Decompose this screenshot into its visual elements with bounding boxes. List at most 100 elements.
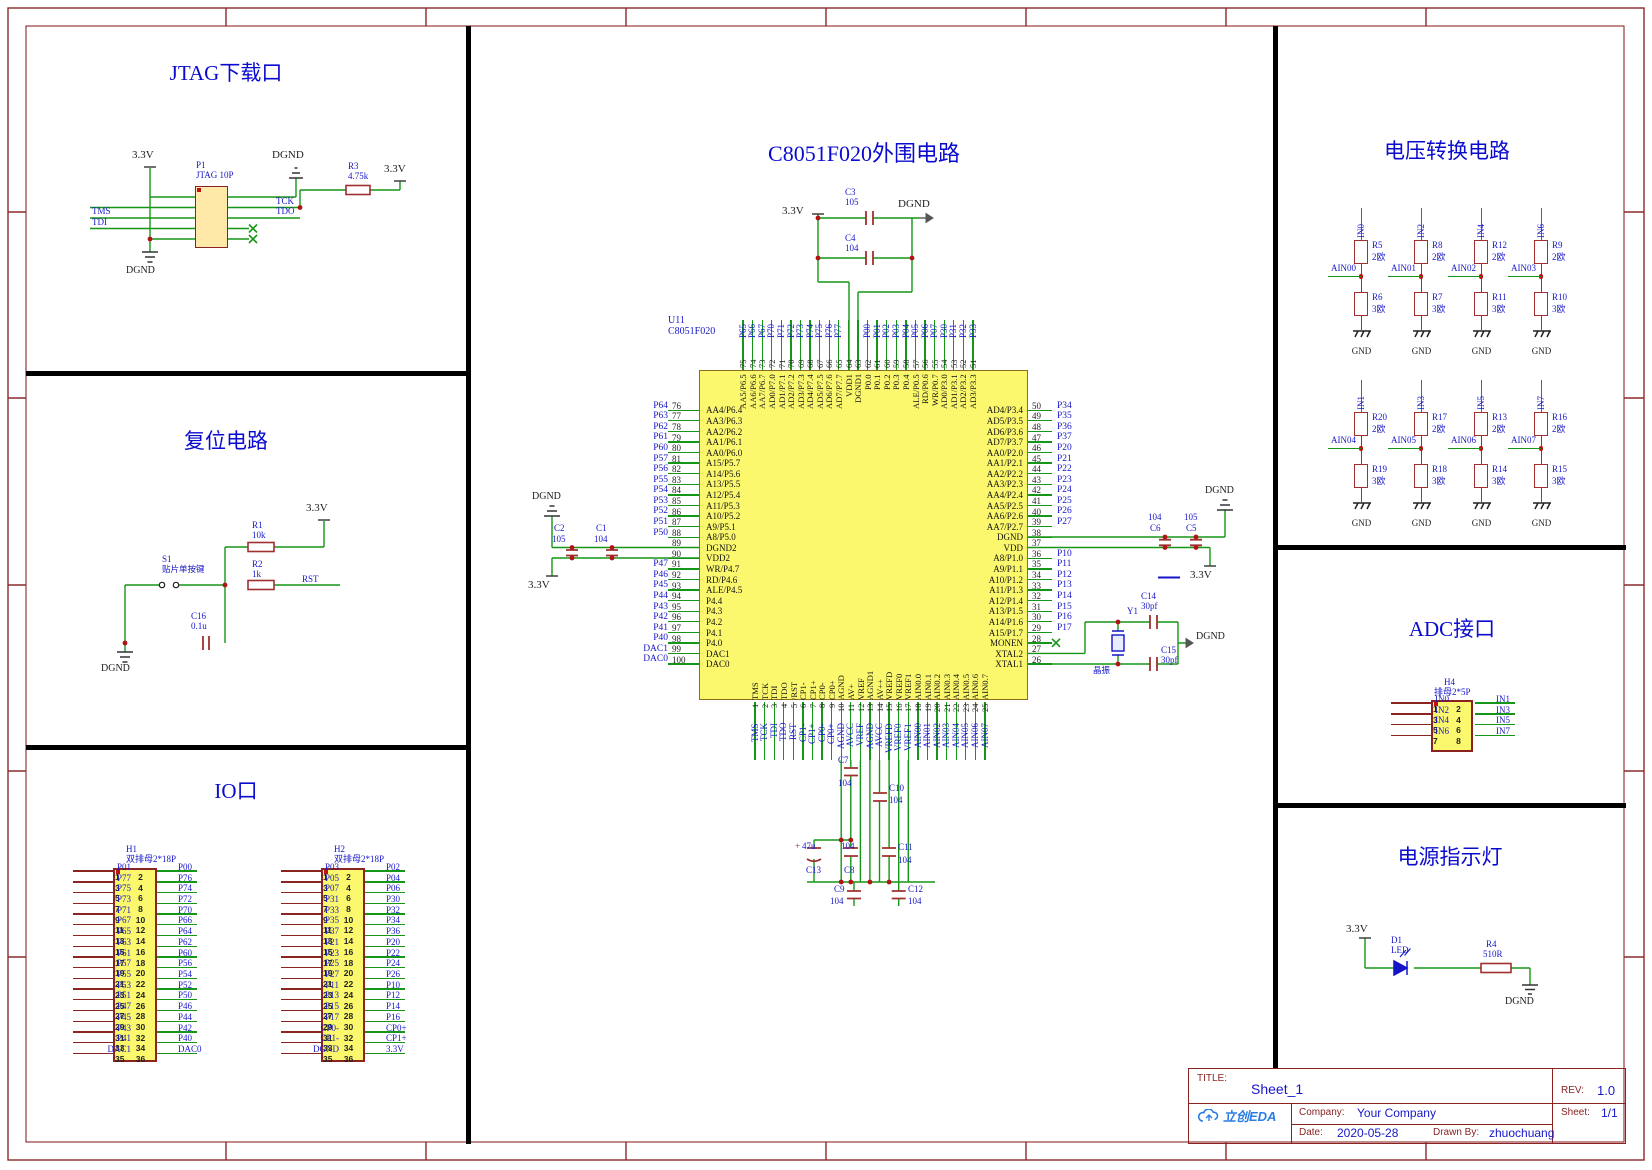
- mcu-pin: P51 87 A9/P5.1: [620, 517, 850, 532]
- pin-number: 24: [135, 989, 146, 1000]
- pin-net-label-right: P02: [386, 861, 401, 872]
- pin-number: 85: [672, 496, 681, 506]
- sheet-value: 1/1: [1601, 1105, 1618, 1120]
- pin-net-label: DAC1: [643, 643, 668, 654]
- pin-number: 95: [672, 601, 681, 612]
- mcu-pin: TDO 4 TDO: [778, 682, 789, 766]
- c16-ref: C16: [191, 611, 207, 621]
- divider-reset-io: [26, 745, 466, 750]
- mcu-pin: P71 71 AD1/P7.1: [776, 282, 787, 476]
- pin-number: 13: [115, 936, 125, 947]
- pin-number: 28: [343, 1011, 354, 1022]
- pin-number: 31: [115, 1032, 125, 1043]
- mcu-pin: P45 93 ALE/P4.5: [620, 580, 850, 595]
- mcu-pin: P64 76 AA4/P6.4: [620, 401, 850, 416]
- pin-name: P4.0: [706, 638, 723, 649]
- pin-name: DAC0: [706, 659, 730, 670]
- pin-net-label: P52: [653, 506, 668, 517]
- frame-row-label: [9, 585, 25, 771]
- resistor-value: 2欧: [1552, 424, 1566, 434]
- vconv-section-title: 电压转换电路: [1384, 139, 1510, 163]
- h2-part: 双排母2*18P: [334, 854, 385, 864]
- power-net-label: 3.3V: [1346, 923, 1368, 935]
- pin-name: A10/P5.2: [706, 511, 741, 522]
- mcu-pin: P40 98 P4.0: [620, 633, 850, 649]
- mcu-pin: AA6/P2.6 40 P26: [860, 506, 1101, 521]
- pin-number: 34: [1032, 570, 1041, 581]
- pin-name: AA1/P6.1: [706, 437, 743, 448]
- mcu-pin: P05 57 ALE/P0.5: [910, 282, 921, 476]
- pin-net-label: P03: [890, 323, 901, 338]
- connector-pin-row: P35 11 12 P34: [239, 915, 466, 935]
- pin-number: 19: [323, 968, 333, 979]
- pin-net-label-right: IN1: [1496, 693, 1510, 704]
- c7-ref: C7: [838, 755, 849, 765]
- resistor-ref: R11: [1492, 292, 1507, 302]
- led-section-title: 电源指示灯: [1397, 845, 1503, 869]
- pin-net-label: P02: [881, 323, 892, 338]
- resistor-value: 2欧: [1372, 252, 1386, 262]
- pin-name: A11/P5.3: [706, 500, 740, 511]
- frame-col-label: [1026, 9, 1226, 25]
- pin-number: 30: [135, 1021, 146, 1032]
- connector-pin-row: P67 11 12 P66: [31, 915, 258, 935]
- mcu-bottom-pins: TMS 1 TMS TCK 2 TCK TDI 3 TDI TDO 4 TDO …: [750, 671, 990, 766]
- pin-name: P4.4: [706, 595, 723, 606]
- drawn-by-value: zhuochuang: [1489, 1125, 1555, 1140]
- frame-row-label: [9, 26, 25, 212]
- pin-net-label: AIN03: [941, 723, 952, 748]
- pin-net-label-right: P74: [178, 883, 193, 894]
- pin-net-label: AIN07: [979, 723, 990, 748]
- frame-row-label: [9, 212, 25, 398]
- pin-number: 14: [135, 936, 146, 947]
- pin-net-label-right: P00: [178, 861, 193, 872]
- pin-number: 3: [323, 882, 328, 893]
- pin-net-label-right: P36: [386, 926, 401, 937]
- connector-pin-row: P23 17 18 P22: [239, 948, 466, 968]
- pin-net-label: AVCC: [845, 723, 856, 747]
- pin-net-label-right: P10: [386, 979, 401, 990]
- mcu-pin: A14/P1.6 30 P16: [860, 612, 1101, 627]
- resistor-ref: R6: [1372, 292, 1383, 302]
- pin-net-label-right: CP0+: [386, 1022, 407, 1033]
- pin-name: A14/P5.6: [706, 468, 741, 479]
- h2-ref: H2: [334, 844, 345, 854]
- gnd-label: GND: [1411, 518, 1432, 528]
- pin-net-label-right: P16: [386, 1011, 401, 1022]
- mcu-pin: P43 95 P4.3: [620, 602, 850, 617]
- frame-col-label: [826, 1145, 1026, 1161]
- pin-number: 7: [115, 904, 120, 915]
- dgnd-net-label: DGND: [1505, 996, 1534, 1007]
- mcu-pin: AIN0.6 24 AIN06: [970, 674, 980, 766]
- resistor-ref: R14: [1492, 464, 1508, 474]
- pin-name: AA5/P2.5: [986, 500, 1023, 511]
- pin-number: 37: [1032, 538, 1041, 549]
- r2-value: 1k: [252, 569, 261, 579]
- pin-number: 40: [1032, 506, 1041, 517]
- mcu-pin: P33 51 AD3/P3.3: [968, 282, 978, 476]
- pin-number: 17: [323, 957, 333, 968]
- pin-name: AA3/P2.3: [986, 479, 1023, 490]
- pin-number: 15: [884, 704, 895, 713]
- h1-connector-body: [113, 868, 157, 1062]
- pin-number: 86: [672, 506, 681, 517]
- in-net-label: IN0: [1356, 224, 1366, 238]
- pin-number: 54: [939, 359, 950, 369]
- frame-row-label: [1627, 26, 1643, 212]
- resistor-bottom: [1414, 464, 1428, 488]
- pin-net-label: P63: [653, 411, 668, 422]
- c5-value: 105: [1184, 512, 1198, 522]
- pin-number: 33: [115, 1043, 125, 1054]
- resistor-bottom: [1414, 292, 1428, 316]
- connector-pin-row: P63 15 16 P62: [31, 937, 258, 957]
- mcu-pin: AA1/P2.1 45 P21: [860, 454, 1101, 469]
- resistor-bottom: [1534, 464, 1548, 488]
- mcu-top-pins: P65 75 AA5/P6.5 P66 74 AA6/P6.6 P67 73 A…: [738, 282, 978, 476]
- pin-number: 22: [343, 979, 354, 990]
- pin-name: A8/P1.0: [993, 553, 1023, 564]
- c10-ref: C10: [889, 783, 905, 793]
- pin-number: 18: [135, 957, 146, 968]
- connector-pin-row: CP1- 33 34 CP1+: [239, 1033, 466, 1053]
- pin-net-label: P26: [1057, 506, 1072, 517]
- pin-net-label-right: P22: [386, 947, 401, 958]
